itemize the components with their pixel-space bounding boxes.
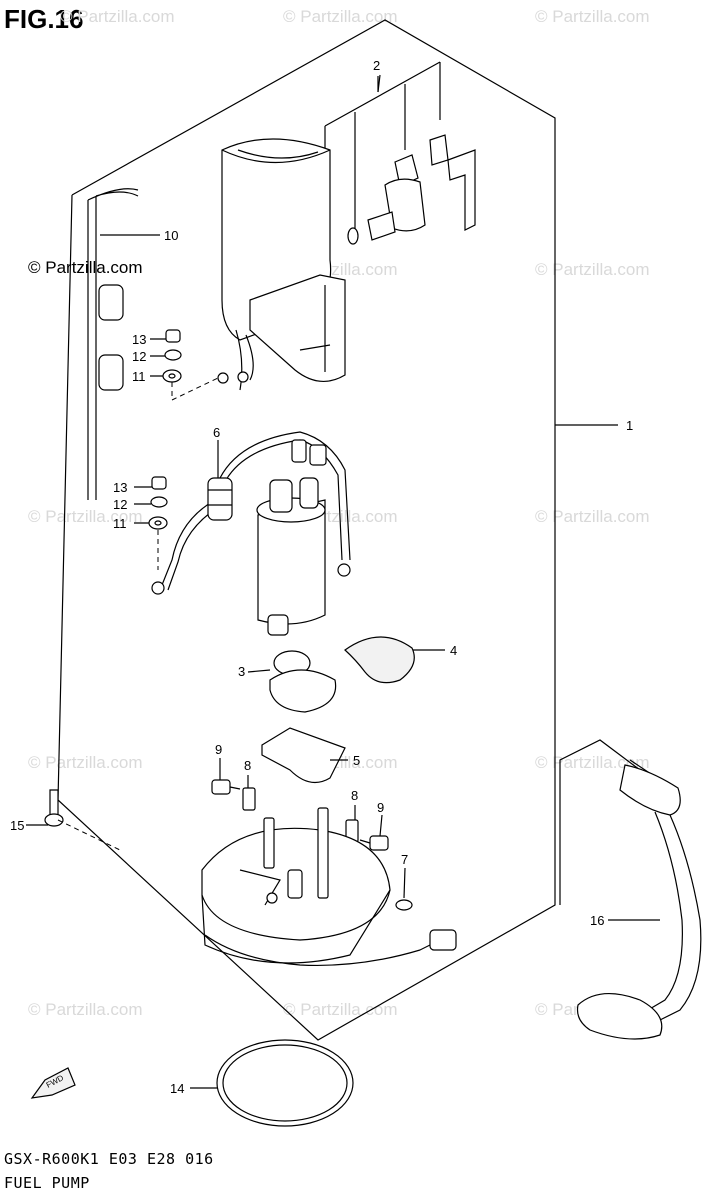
fuel-hose	[559, 739, 702, 1040]
base-screw	[44, 789, 121, 851]
fuel-level-rod	[87, 188, 139, 500]
leader-lines	[26, 74, 660, 1089]
callout-4: 4	[450, 643, 457, 658]
callout-7: 7	[401, 852, 408, 867]
copyright-notice: © Partzilla.com	[28, 258, 143, 277]
watermark: © Partzilla.com	[535, 507, 650, 526]
callout-9b: 9	[377, 800, 384, 815]
callout-13b: 13	[113, 480, 127, 495]
callout-2: 2	[373, 58, 380, 73]
callout-5: 5	[353, 753, 360, 768]
watermark: © Partzilla.com	[60, 7, 175, 26]
pump-base-plate	[201, 807, 457, 967]
watermark: © Partzilla.com	[28, 507, 143, 526]
fuel-pump-motor	[151, 431, 351, 636]
callout-8a: 8	[244, 758, 251, 773]
callout-13a: 13	[132, 332, 146, 347]
mounting-bolts-and-clips	[211, 779, 413, 911]
watermark: © Partzilla.com	[28, 1000, 143, 1019]
pump-o-ring	[216, 1039, 354, 1127]
pump-holder	[269, 650, 337, 713]
watermark: © Partzilla.com	[283, 7, 398, 26]
pump-bracket	[261, 727, 346, 784]
watermark: © Partzilla.com	[28, 753, 143, 772]
watermark: © Partzilla.com	[283, 1000, 398, 1019]
fwd-arrow-icon: FWD	[30, 1067, 76, 1099]
callout-10: 10	[164, 228, 178, 243]
callout-6: 6	[213, 425, 220, 440]
figure-title: FIG.16	[4, 4, 84, 34]
model-code: GSX-R600K1 E03 E28 016	[4, 1150, 214, 1168]
callout-11b: 11	[113, 516, 127, 531]
callout-14: 14	[170, 1081, 184, 1096]
nut-washer-set-upper	[162, 329, 219, 401]
callout-15: 15	[10, 818, 24, 833]
callout-12b: 12	[113, 497, 127, 512]
callout-16: 16	[590, 913, 604, 928]
callout-3: 3	[238, 664, 245, 679]
fuel-filter	[344, 636, 415, 684]
nut-washer-set-lower	[148, 476, 168, 570]
callout-8b: 8	[351, 788, 358, 803]
callout-11a: 11	[132, 369, 146, 384]
pump-housing	[217, 138, 346, 391]
watermark: © Partzilla.com	[535, 260, 650, 279]
callout-12a: 12	[132, 349, 146, 364]
callout-1: 1	[626, 418, 633, 433]
pressure-regulator	[347, 134, 476, 245]
callout-numbers: 1 2 3 4 5 6 7 8 8 9 9 10 11 11 12 12 13 …	[10, 58, 633, 1096]
section-name: FUEL PUMP	[4, 1174, 90, 1192]
watermark: © Partzilla.com	[535, 7, 650, 26]
callout-9a: 9	[215, 742, 222, 757]
